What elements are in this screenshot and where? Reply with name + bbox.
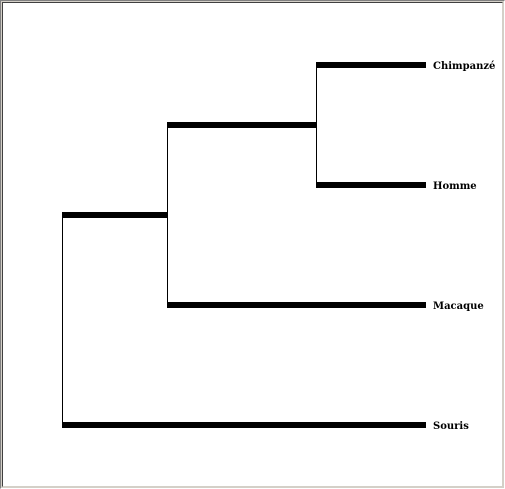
branch-macaque xyxy=(167,302,426,308)
leaf-label-homme: Homme xyxy=(433,181,477,192)
leaf-label-souris: Souris xyxy=(433,421,469,432)
branch-node-2 xyxy=(167,122,317,128)
leaf-label-chimpanze: Chimpanzé xyxy=(433,61,495,72)
leaf-label-macaque: Macaque xyxy=(433,301,484,312)
branch-root xyxy=(62,212,168,218)
branch-homme xyxy=(316,182,426,188)
branch-chimpanze xyxy=(316,62,426,68)
branch-souris xyxy=(62,422,426,428)
